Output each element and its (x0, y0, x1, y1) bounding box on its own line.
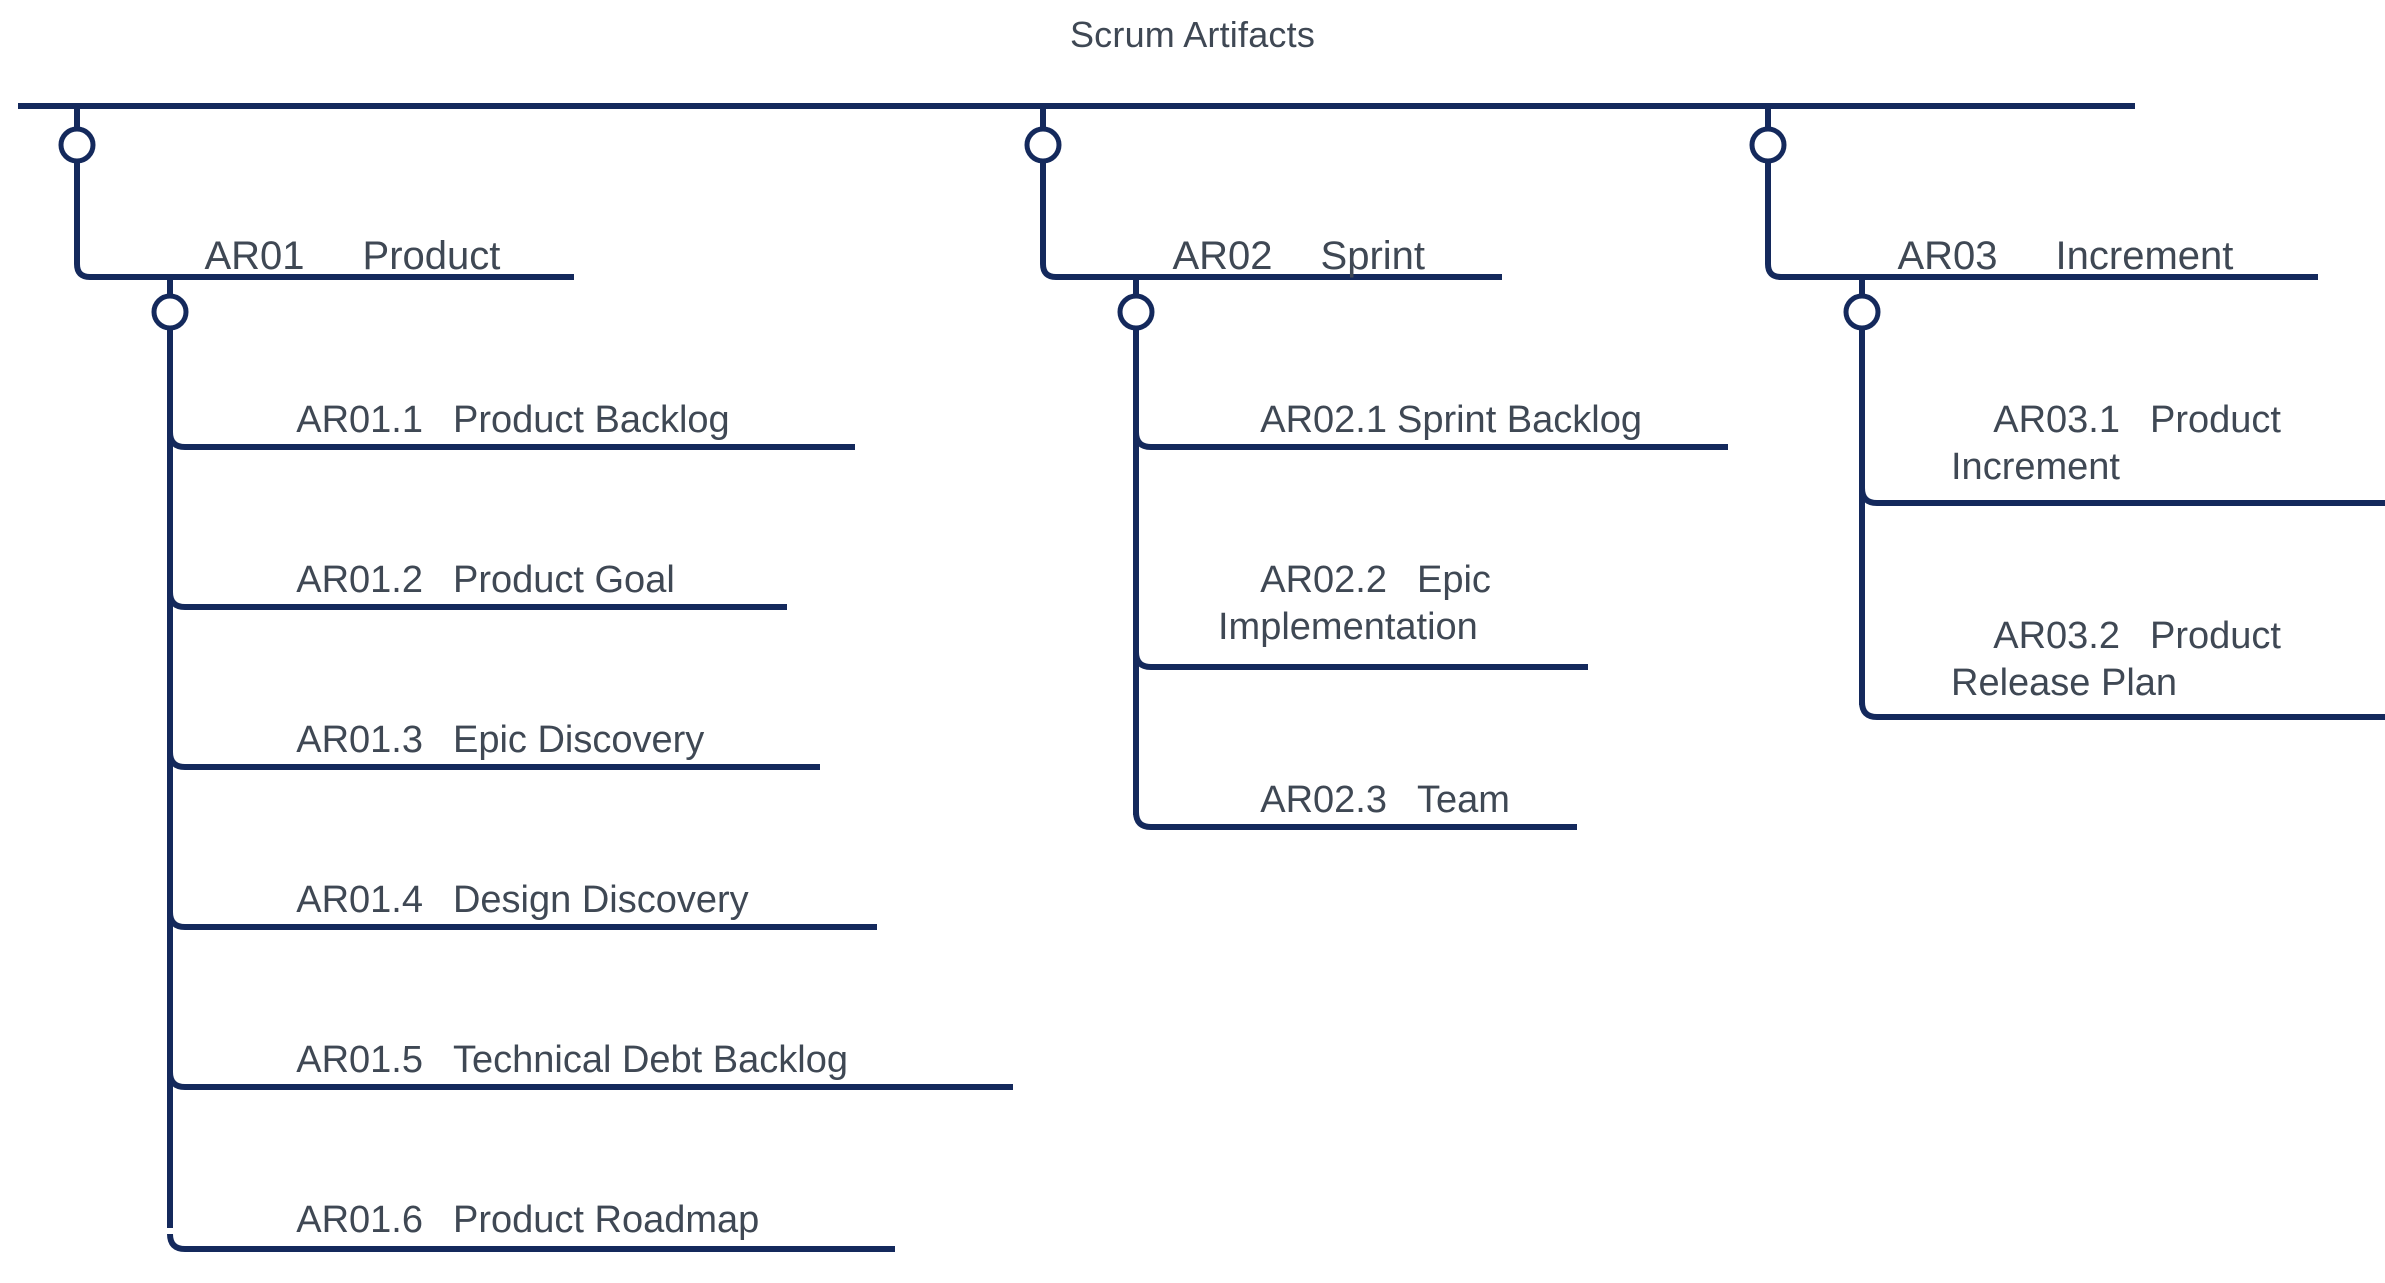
node-ar01-6[interactable]: AR01.6 Product Roadmap (254, 1151, 759, 1283)
ar03-node-circle (1749, 126, 1787, 164)
node-ar01-1-code: AR01.1 (296, 399, 423, 442)
node-ar01-3-label: Epic Discovery (452, 719, 705, 762)
node-ar01-label: Product (362, 233, 501, 278)
node-ar01-4[interactable]: AR01.4 Design Discovery (254, 831, 749, 970)
ar01-node-circle (58, 126, 96, 164)
node-ar01-5[interactable]: AR01.5 Technical Debt Backlog (254, 991, 848, 1130)
node-ar01-3-code: AR01.3 (296, 719, 423, 762)
node-ar02-1-code: AR02.1 (1260, 399, 1387, 442)
node-ar01-1-label: Product Backlog (452, 399, 730, 442)
node-ar02-code: AR02 (1172, 233, 1273, 278)
node-ar01-3[interactable]: AR01.3 Epic Discovery (254, 671, 704, 810)
node-ar01-4-code: AR01.4 (296, 879, 423, 922)
node-ar02[interactable]: AR02 Sprint (1128, 183, 1425, 329)
node-ar01-6-label: Product Roadmap (452, 1199, 760, 1242)
node-ar01-2-label: Product Goal (452, 559, 675, 602)
node-ar01-4-label: Design Discovery (452, 879, 749, 922)
node-ar01[interactable]: AR01 Product (160, 183, 500, 329)
node-ar03-1-label: Product Increment (1951, 399, 2292, 488)
node-ar02-2-label: Epic Implementation (1218, 559, 1502, 648)
node-ar01-5-code: AR01.5 (296, 1039, 423, 1082)
node-ar03[interactable]: AR03 Increment (1853, 183, 2233, 329)
node-ar02-3-label: Team (1416, 779, 1510, 822)
node-ar03-label: Increment (2055, 233, 2234, 278)
ar02-node-circle (1024, 126, 1062, 164)
node-ar01-code: AR01 (204, 233, 305, 278)
node-ar03-2-label: Product Release Plan (1951, 615, 2292, 704)
node-ar01-2[interactable]: AR01.2 Product Goal (254, 511, 675, 650)
node-ar02-3-code: AR02.3 (1260, 779, 1387, 822)
node-ar02-1-label: Sprint Backlog (1396, 399, 1642, 442)
node-ar02-label: Sprint (1320, 233, 1426, 278)
node-ar03-1-code: AR03.1 (1993, 399, 2120, 442)
node-ar02-3[interactable]: AR02.3 Team (1218, 731, 1510, 870)
page-title: Scrum Artifacts (1069, 14, 1316, 55)
node-ar01-5-label: Technical Debt Backlog (452, 1039, 848, 1082)
node-ar03-code: AR03 (1897, 233, 1998, 278)
node-ar01-1[interactable]: AR01.1 Product Backlog (254, 351, 730, 490)
node-ar01-2-code: AR01.2 (296, 559, 423, 602)
node-ar03-2-code: AR03.2 (1993, 615, 2120, 658)
node-ar02-2-code: AR02.2 (1260, 559, 1387, 602)
node-ar01-6-code: AR01.6 (296, 1199, 423, 1242)
